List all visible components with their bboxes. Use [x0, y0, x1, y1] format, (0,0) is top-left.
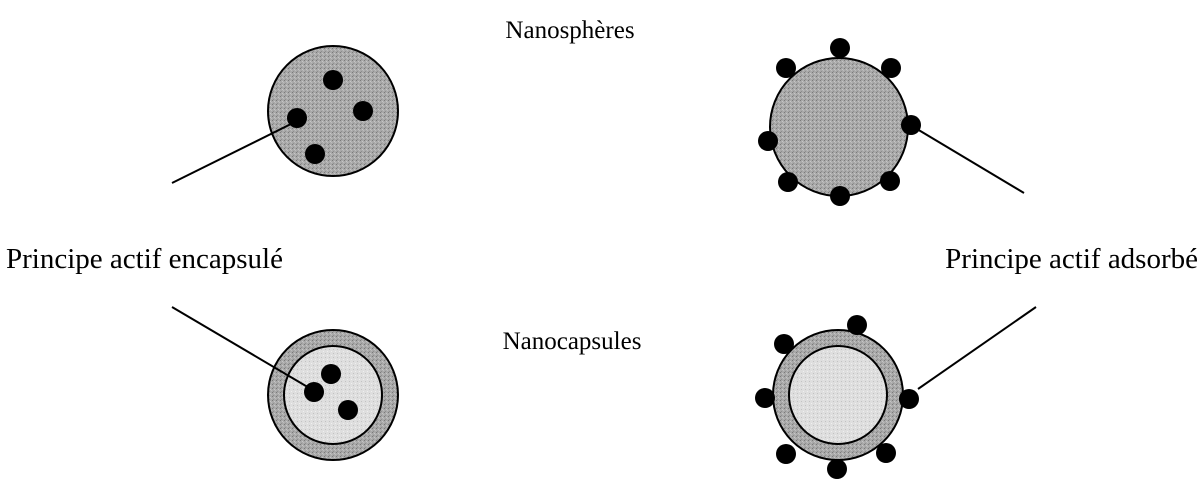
drug-molecule: [880, 171, 900, 191]
label-nanocapsules: Nanocapsules: [503, 328, 642, 355]
drug-molecule: [304, 382, 324, 402]
nanosphere-encapsulated: [172, 46, 398, 183]
drug-molecule: [876, 443, 896, 463]
label-nanospheres: Nanosphères: [505, 17, 634, 44]
drug-molecule: [830, 186, 850, 206]
drug-molecule: [353, 101, 373, 121]
pointer-line: [917, 129, 1024, 193]
pointer-line: [918, 307, 1036, 389]
drug-molecule: [899, 389, 919, 409]
label-encapsulated: Principe actif encapsulé: [6, 243, 283, 275]
drug-molecule: [323, 70, 343, 90]
drug-molecule: [881, 58, 901, 78]
drug-molecule: [305, 144, 325, 164]
nanocapsule-encapsulated: [172, 307, 398, 460]
drug-molecule: [774, 334, 794, 354]
nanocapsule-adsorbed: [755, 307, 1036, 479]
drug-molecule: [901, 115, 921, 135]
drug-molecule: [338, 400, 358, 420]
nanosphere-matrix: [268, 46, 398, 176]
drug-molecule: [778, 172, 798, 192]
label-adsorbed: Principe actif adsorbé: [945, 243, 1198, 275]
drug-molecule: [776, 444, 796, 464]
nanosphere-adsorbed: [758, 38, 1024, 206]
nanocapsule-core: [789, 346, 887, 444]
nanocapsule-core: [284, 346, 382, 444]
drug-molecule: [847, 315, 867, 335]
drug-molecule: [755, 388, 775, 408]
drug-molecule: [776, 58, 796, 78]
drug-molecule: [830, 38, 850, 58]
drug-molecule: [321, 364, 341, 384]
drug-molecule: [827, 459, 847, 479]
drug-molecule: [758, 131, 778, 151]
pointer-line: [172, 122, 295, 183]
